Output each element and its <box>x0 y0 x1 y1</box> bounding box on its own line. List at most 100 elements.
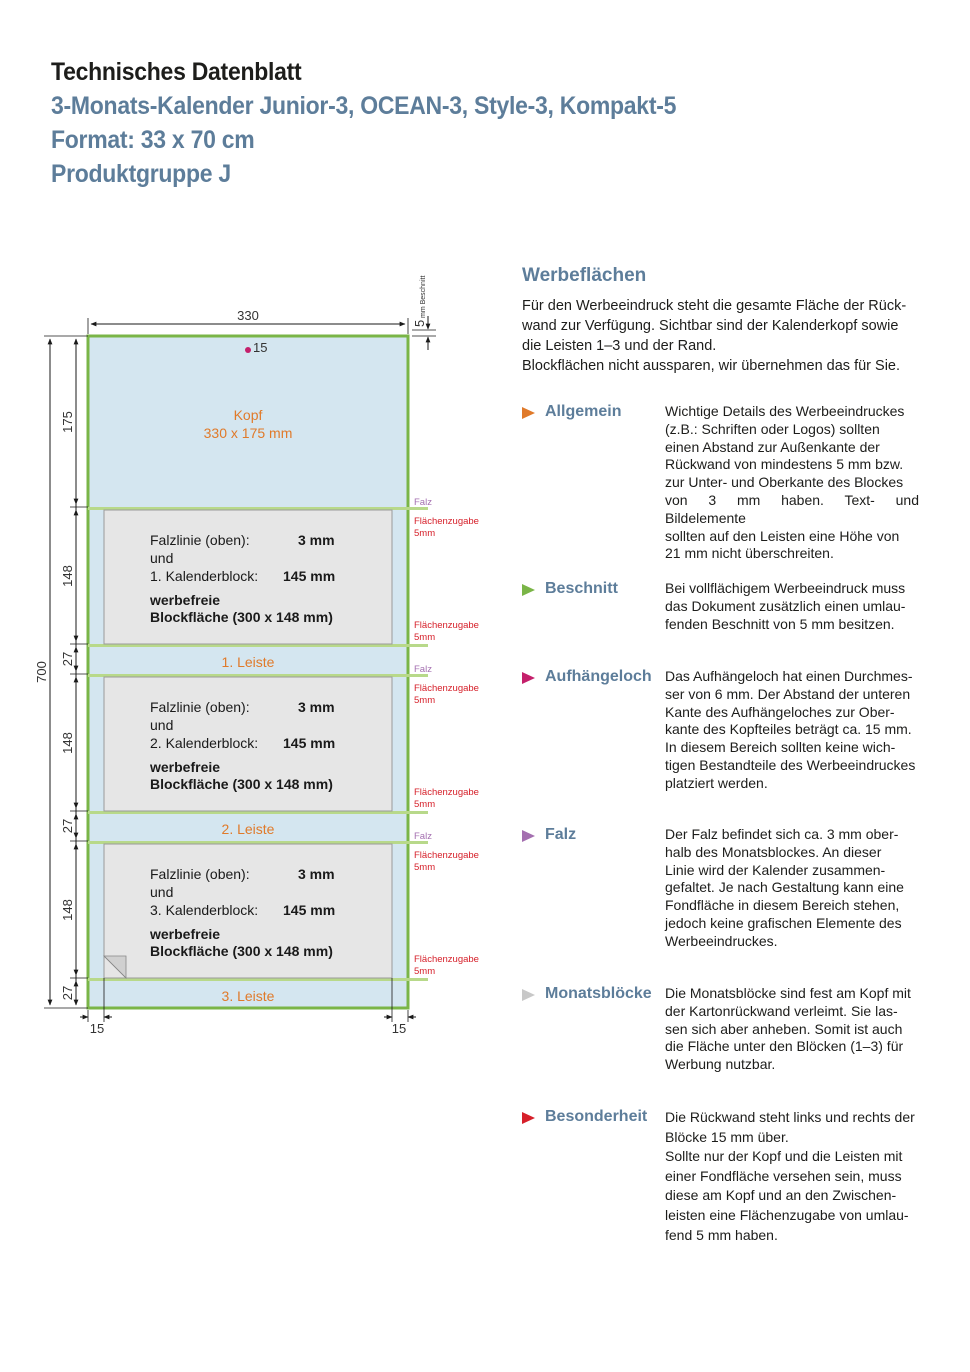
leiste-label-3: 3. Leiste <box>222 988 275 1004</box>
section-title: Monatsblöcke <box>545 985 652 1002</box>
block-und: und <box>150 717 173 733</box>
fold-strip <box>88 644 428 647</box>
body-line: fend 5 mm haben. <box>665 1226 778 1243</box>
section-body: Das Aufhängeloch hat einen Durchmes- ser… <box>665 668 919 793</box>
top-margin-dimension: 5 <box>412 320 427 327</box>
zugabe-annotation: Flächenzugabe <box>414 683 479 694</box>
body-line: Bei vollflächigem Werbeeindruck muss <box>665 580 906 596</box>
zugabe-size: 5mm <box>414 528 435 539</box>
body-line: gefaltet. Je nach Gestaltung kann eine <box>665 879 904 896</box>
body-line: Werbung nutzbar. <box>665 1056 776 1073</box>
body-line: 21 mm nicht überschreiten. <box>665 545 834 562</box>
body-line: zur Unter- und Oberkante des Blockes <box>665 474 904 491</box>
falz-annotation: Falz <box>414 831 432 842</box>
body-line: In diesem Bereich sollten keine wich- <box>665 739 896 756</box>
left-margin-dimension: 15 <box>90 1021 104 1036</box>
body-line: Kante des Aufhängeloches zur Ober- <box>665 703 895 720</box>
hole-dimension: 15 <box>253 340 267 355</box>
block-falz-label: Falzlinie (oben): <box>150 866 250 882</box>
format-subtitle: Format: 33 x 70 cm <box>51 126 255 154</box>
intro-text: Für den Werbeeindruck steht die gesamte … <box>522 296 919 376</box>
arrow-icon <box>522 407 535 419</box>
body-line: Der Falz befindet sich ca. 3 mm ober- <box>665 826 899 842</box>
section-title: Falz <box>545 826 577 843</box>
block-falz-value: 3 mm <box>298 532 335 548</box>
block-free-area: Blockfläche (300 x 148 mm) <box>150 776 333 792</box>
block-free-label: werbefreie <box>149 592 220 608</box>
section-body: Die Rückwand steht links und rechts der … <box>665 1108 919 1245</box>
body-line: einer Fondfläche versehen sein, muss <box>665 1167 902 1184</box>
body-line: Die Monatsblöcke sind fest am Kopf mit <box>665 985 911 1001</box>
body-line: Sollte nur der Kopf und die Leisten mit <box>665 1148 903 1165</box>
section-title: Besonderheit <box>545 1108 648 1125</box>
zugabe-size: 5mm <box>414 632 435 643</box>
body-line: Blöcke 15 mm über. <box>665 1128 789 1145</box>
block-falz-value: 3 mm <box>298 699 335 715</box>
body-line: leisten eine Flächenzugabe von umlau- <box>665 1206 909 1223</box>
zugabe-size: 5mm <box>414 799 435 810</box>
intro-line: die Leisten 1–3 und der Rand. <box>522 338 717 354</box>
leiste-label-1: 1. Leiste <box>222 654 275 670</box>
intro-line: wand zur Verfügung. Sichtbar sind der Ka… <box>522 318 899 334</box>
right-margin-dimension: 15 <box>392 1021 406 1036</box>
zugabe-annotation: Flächenzugabe <box>414 516 479 527</box>
body-line: halb des Monatsblockes. An dieser <box>665 843 882 860</box>
section-body: Der Falz befindet sich ca. 3 mm ober- ha… <box>665 826 919 951</box>
falz-annotation: Falz <box>414 497 432 508</box>
body-line: (z.B.: Schriften oder Logos) sollten <box>665 420 880 437</box>
block-label: 2. Kalenderblock: <box>150 735 258 751</box>
section-body: Die Monatsblöcke sind fest am Kopf mit d… <box>665 985 919 1074</box>
calendar-block-3 <box>103 843 393 979</box>
block-value: 145 mm <box>283 902 335 918</box>
kopf-size-label: 330 x 175 mm <box>204 425 293 441</box>
block-label: 3. Kalenderblock: <box>150 902 258 918</box>
calendar-diagram: 15 Kopf 330 x 175 mm Falzlinie (oben): 3… <box>34 276 479 1036</box>
block-value: 145 mm <box>283 735 335 751</box>
body-line: der Kartonrückwand verleimt. Sie las- <box>665 1002 898 1019</box>
block-dimension: 148 <box>60 899 75 921</box>
fold-strip <box>88 674 428 677</box>
zugabe-annotation: Flächenzugabe <box>414 850 479 861</box>
body-line: diese am Kopf und an den Zwischen- <box>665 1187 897 1204</box>
fold-strip <box>88 978 428 981</box>
body-line: fenden Beschnitt von 5 mm besitzen. <box>665 615 895 632</box>
body-line: sen sich aber anheben. Somit ist auch <box>665 1020 903 1037</box>
arrow-icon <box>522 1112 535 1124</box>
body-line: das Dokument zusätzlich einen umlau- <box>665 597 906 614</box>
block-und: und <box>150 550 173 566</box>
body-line: kante des Kopfteiles beträgt ca. 15 mm. <box>665 721 912 738</box>
intro-line: Blockflächen nicht aussparen, wir überne… <box>522 358 901 374</box>
block-free-label: werbefreie <box>149 926 220 942</box>
body-line: Rückwand von mindestens 5 mm bzw. <box>665 456 904 473</box>
body-line: Wichtige Details des Werbeeindruckes <box>665 403 905 419</box>
fold-strip <box>88 841 428 844</box>
leiste-dimension: 27 <box>60 986 75 1000</box>
body-line: sollten auf den Leisten eine Höhe von <box>665 527 900 544</box>
top-margin-label: mm Beschnitt <box>420 276 427 318</box>
fold-strip <box>88 507 428 510</box>
arrow-icon <box>522 672 535 684</box>
body-line: Die Rückwand steht links und rechts der <box>665 1109 915 1125</box>
kopf-label: Kopf <box>234 407 263 423</box>
block-value: 145 mm <box>283 568 335 584</box>
section-title: Allgemein <box>545 403 622 420</box>
zugabe-size: 5mm <box>414 862 435 873</box>
block-dimension: 148 <box>60 732 75 754</box>
block-free-area: Blockfläche (300 x 148 mm) <box>150 943 333 959</box>
body-line: Das Aufhängeloch hat einen Durchmes- <box>665 668 913 684</box>
block-falz-value: 3 mm <box>298 866 335 882</box>
page-title: Technisches Datenblatt <box>51 58 302 86</box>
calendar-block-1 <box>103 509 393 645</box>
body-line: jedoch keine grafischen Elemente des <box>665 914 902 931</box>
arrow-icon <box>522 584 535 596</box>
section-title: Beschnitt <box>545 580 618 597</box>
fold-strip <box>88 811 428 814</box>
body-line: Linie wird der Kalender zusammen- <box>665 861 886 878</box>
body-line: ser von 6 mm. Der Abstand der unteren <box>665 685 911 702</box>
zugabe-size: 5mm <box>414 966 435 977</box>
block-label: 1. Kalenderblock: <box>150 568 258 584</box>
block-und: und <box>150 884 173 900</box>
body-line: die Fläche unter den Blöcken (1–3) für <box>665 1038 904 1055</box>
block-free-label: werbefreie <box>149 759 220 775</box>
product-subtitle: 3-Monats-Kalender Junior-3, OCEAN-3, Sty… <box>51 92 677 120</box>
